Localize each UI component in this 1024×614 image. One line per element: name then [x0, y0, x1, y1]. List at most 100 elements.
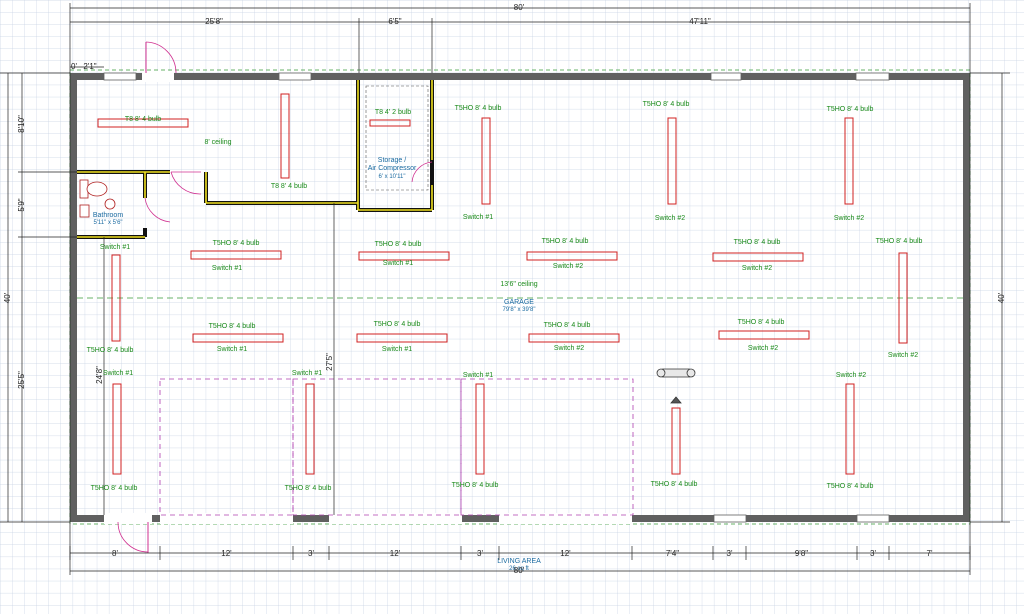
switch-label: Switch #2	[742, 265, 772, 272]
fixture-type-label: T5HO 8' 4 bulb	[643, 101, 690, 108]
sink-icon	[104, 198, 116, 210]
light-fixture[interactable]	[671, 407, 681, 475]
fixture-type-label: T5HO 8' 4 bulb	[827, 483, 874, 490]
light-fixture[interactable]	[712, 252, 804, 262]
switch-label: Switch #1	[382, 346, 412, 353]
switch-label: Switch #2	[888, 352, 918, 359]
dim-left-bottom: 25'5"	[17, 371, 26, 389]
bottom-dimension-label: 3'	[308, 549, 314, 558]
fixture-type-label: T5HO 8' 4 bulb	[542, 238, 589, 245]
light-fixture[interactable]	[97, 118, 189, 128]
light-fixture[interactable]	[845, 383, 855, 475]
storage-name-2: Air Compressor	[368, 165, 417, 172]
light-fixture[interactable]	[358, 251, 450, 261]
dim-bottom-total: 80'	[514, 566, 525, 575]
fixture-type-label: T8 8' 4 bulb	[125, 116, 161, 123]
living-area-size: 26 sq ft	[509, 566, 529, 572]
office-ceiling-label: 8' ceiling	[204, 139, 231, 146]
fixture-type-label: T8 4' 2 bulb	[375, 109, 411, 116]
light-fixture[interactable]	[526, 251, 618, 261]
dim-left-outer: 40'	[3, 292, 12, 303]
door-openings	[104, 41, 632, 553]
living-area-name: LIVING AREA	[497, 558, 541, 565]
bottom-dimension-label: 12'	[390, 549, 401, 558]
bottom-dimension-labels: 8'12'3'12'3'12'7'4"3'9'8"3'7'	[112, 549, 933, 558]
bottom-dimension-label: 3'	[477, 549, 483, 558]
bottom-dimension-label: 7'4"	[666, 549, 679, 558]
fixture-type-label: T5HO 8' 4 bulb	[87, 347, 134, 354]
dim-top-middle: 6'5"	[388, 17, 401, 26]
light-fixture[interactable]	[844, 117, 854, 205]
fixture-type-label: T5HO 8' 4 bulb	[285, 485, 332, 492]
switch-label: Switch #2	[748, 345, 778, 352]
light-fixture[interactable]	[192, 333, 284, 343]
light-fixture[interactable]	[369, 119, 411, 127]
storage-size: 6' x 10'11"	[379, 174, 406, 180]
fixture-type-label: T5HO 8' 4 bulb	[544, 322, 591, 329]
switch-label: Switch #1	[383, 260, 413, 267]
sink-vanity-icon	[79, 204, 90, 218]
light-fixture[interactable]	[475, 383, 485, 475]
bottom-dimension-label: 3'	[727, 549, 733, 558]
switch-label: Switch #1	[463, 214, 493, 221]
switch-label: Switch #2	[554, 345, 584, 352]
switch-label: Switch #1	[103, 370, 133, 377]
air-compressor-icon	[656, 368, 696, 404]
bathroom-size: 5'11" x 5'6"	[93, 220, 122, 226]
dim-inner-b: 27'5"	[325, 353, 334, 371]
switch-label: Switch #1	[463, 372, 493, 379]
dim-top-right: 47'11"	[689, 17, 711, 26]
bottom-dimension-ticks	[69, 546, 971, 560]
switch-label: Switch #1	[217, 346, 247, 353]
light-fixture[interactable]	[111, 254, 121, 342]
fixture-type-label: T5HO 8' 4 bulb	[452, 482, 499, 489]
dim-right: 40'	[997, 292, 1006, 303]
fixture-type-label: T5HO 8' 4 bulb	[374, 321, 421, 328]
fixture-type-label: T5HO 8' 4 bulb	[213, 240, 260, 247]
garage-name: GARAGE	[504, 299, 534, 306]
fixture-type-label: T5HO 8' 4 bulb	[209, 323, 256, 330]
dim-top-small-a: 0'	[71, 62, 77, 71]
light-fixture[interactable]	[112, 383, 122, 475]
light-fixture[interactable]	[718, 330, 810, 340]
fixture-type-label: T8 8' 4 bulb	[271, 183, 307, 190]
light-fixture[interactable]	[528, 333, 620, 343]
switch-label: Switch #2	[834, 215, 864, 222]
dim-left-mid: 5'9"	[17, 198, 26, 211]
switch-label: Switch #2	[836, 372, 866, 379]
light-fixture[interactable]	[667, 117, 677, 205]
fixture-type-label: T5HO 8' 4 bulb	[91, 485, 138, 492]
interior-doors	[144, 161, 433, 223]
light-fixture[interactable]	[481, 117, 491, 205]
light-fixture[interactable]	[356, 333, 448, 343]
light-fixture[interactable]	[305, 383, 315, 475]
fixture-type-label: T5HO 8' 4 bulb	[651, 481, 698, 488]
bottom-dimension-label: 8'	[112, 549, 118, 558]
bathroom-name: Bathroom	[93, 212, 124, 219]
switch-label: Switch #1	[100, 244, 130, 251]
dim-top-total: 80'	[514, 3, 525, 12]
light-fixture[interactable]	[190, 250, 282, 260]
fixture-type-label: T5HO 8' 4 bulb	[876, 238, 923, 245]
dim-top-small-b: 2'1"	[83, 62, 96, 71]
fixture-type-label: T5HO 8' 4 bulb	[738, 319, 785, 326]
bottom-dimension-label: 7'	[927, 549, 933, 558]
bottom-dimension-label: 12'	[560, 549, 571, 558]
switch-label: Switch #2	[655, 215, 685, 222]
light-fixture[interactable]	[280, 93, 290, 179]
light-fixture[interactable]	[898, 252, 908, 344]
bathroom-fixtures	[79, 179, 116, 218]
garage-ceiling-label: 13'6" ceiling	[500, 281, 537, 288]
dimension-lines	[0, 3, 1010, 575]
storage-name-1: Storage /	[378, 157, 406, 164]
dim-left-top: 8'10"	[17, 115, 26, 133]
windows	[103, 72, 890, 523]
switch-label: Switch #2	[553, 263, 583, 270]
fixture-type-label: T5HO 8' 4 bulb	[375, 241, 422, 248]
fixture-type-label: T5HO 8' 4 bulb	[455, 105, 502, 112]
fixture-type-label: T5HO 8' 4 bulb	[734, 239, 781, 246]
bottom-dimension-label: 9'8"	[795, 549, 808, 558]
dim-inner-a: 24'8"	[95, 366, 104, 384]
